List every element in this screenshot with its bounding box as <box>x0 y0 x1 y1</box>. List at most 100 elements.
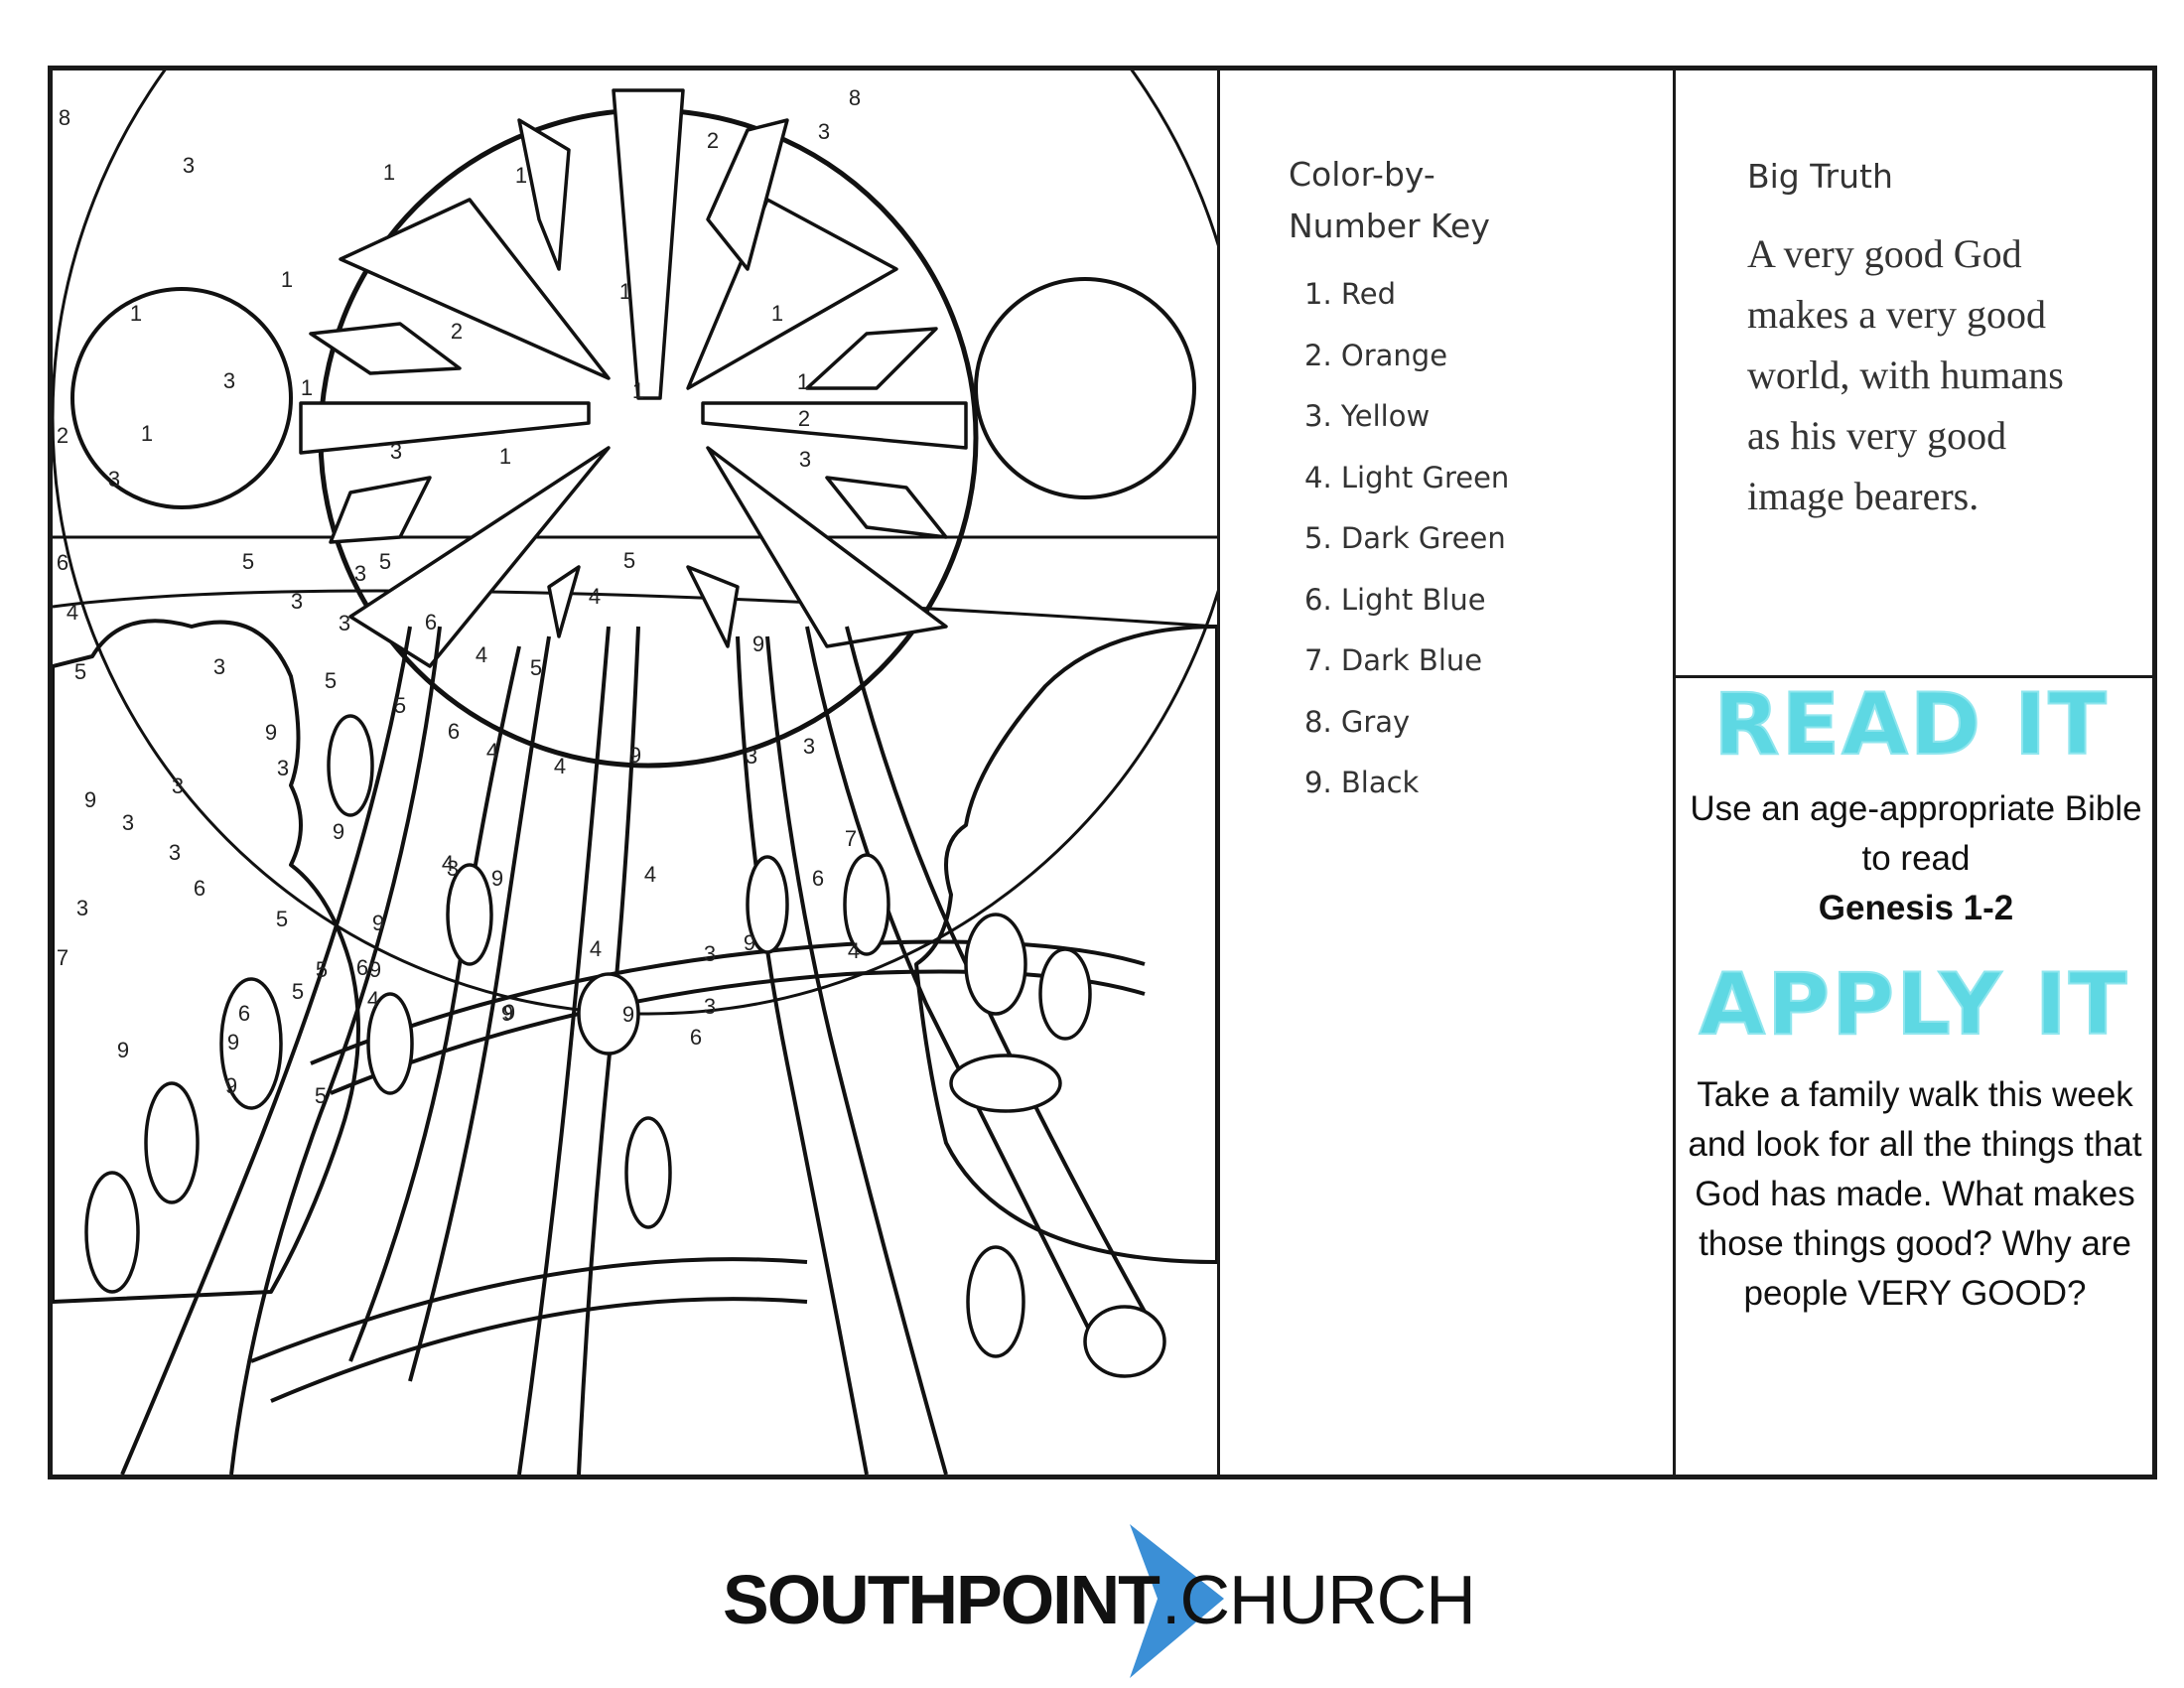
region-number: 3 <box>172 774 184 798</box>
region-number: 3 <box>746 744 757 769</box>
arrow-logo-icon <box>1130 1524 1224 1678</box>
color-key-title: Color-by-Number Key <box>1289 155 1490 245</box>
region-number: 5 <box>325 668 337 693</box>
region-number: 3 <box>183 153 195 178</box>
region-number: 5 <box>242 549 254 574</box>
region-number: 3 <box>803 734 815 759</box>
region-number: 3 <box>390 439 402 464</box>
region-number: 9 <box>265 720 277 745</box>
region-number: 3 <box>354 561 366 586</box>
region-number: 4 <box>848 938 860 963</box>
key-item-gray: 8. Gray <box>1304 704 1411 739</box>
region-number: 3 <box>704 994 716 1019</box>
region-number: 3 <box>277 756 289 780</box>
region-number: 4 <box>590 936 602 961</box>
region-number: 5 <box>530 655 542 680</box>
region-number: 6 <box>356 955 368 980</box>
key-item-dark-green: 5. Dark Green <box>1304 521 1506 555</box>
big-truth-panel: Big Truth A very good God makes a very g… <box>1747 157 2134 526</box>
key-item-light-green: 4. Light Green <box>1304 460 1510 494</box>
region-number: 1 <box>141 421 153 446</box>
region-number: 3 <box>447 856 459 881</box>
region-number: 1 <box>281 267 293 292</box>
key-item-light-blue: 6. Light Blue <box>1304 582 1486 617</box>
region-number: 4 <box>589 584 601 609</box>
region-number: 8 <box>59 105 70 130</box>
key-item-red: 1. Red <box>1304 277 1396 311</box>
region-number: 9 <box>117 1038 129 1062</box>
region-number: 3 <box>339 611 350 635</box>
region-number: 4 <box>644 862 656 887</box>
region-number: 9 <box>225 1073 237 1098</box>
region-number: 5 <box>74 659 86 684</box>
region-number: 5 <box>379 549 391 574</box>
big-truth-title: Big Truth <box>1747 157 1893 196</box>
region-number: 4 <box>442 851 454 876</box>
region-number: 5 <box>276 907 288 931</box>
region-number: 1 <box>619 279 631 304</box>
region-number: 4 <box>554 754 566 778</box>
read-it-text: Use an age-appropriate Bible to read <box>1690 789 2142 878</box>
region-number: 5 <box>292 979 304 1004</box>
region-number: 3 <box>213 654 225 679</box>
color-key: Color-by-Number Key 1. Red 2. Orange 3. … <box>1289 149 1646 824</box>
region-number: 2 <box>798 406 810 431</box>
logo-wordmark-bold: SOUTHPOINT <box>723 1561 1160 1638</box>
region-number: 2 <box>57 423 68 448</box>
region-number: 7 <box>57 945 68 970</box>
church-logo: SOUTHPOINT .CHURCH <box>723 1524 1477 1678</box>
region-number: 4 <box>486 739 498 764</box>
region-number: 5 <box>623 548 635 573</box>
key-item-black: 9. Black <box>1304 766 1420 799</box>
column-divider <box>1217 66 1220 1479</box>
region-number: 9 <box>84 787 96 812</box>
region-number: 3 <box>122 810 134 835</box>
key-item-dark-blue: 7. Dark Blue <box>1304 643 1483 677</box>
column-divider <box>1673 66 1676 1479</box>
region-number: 5 <box>316 957 328 982</box>
region-number: 1 <box>515 163 527 188</box>
region-number: 2 <box>451 319 463 344</box>
key-item-yellow: 3. Yellow <box>1304 399 1431 433</box>
region-number: 6 <box>194 876 205 901</box>
region-number: 6 <box>57 550 68 575</box>
region-number: 1 <box>499 444 511 469</box>
region-number: 3 <box>223 368 235 393</box>
region-number: 6 <box>812 866 824 891</box>
region-number: 9 <box>622 1002 634 1027</box>
row-divider <box>1673 675 2157 678</box>
region-number: 3 <box>818 119 830 144</box>
region-number: 1 <box>130 301 142 326</box>
region-number: 8 <box>849 85 861 110</box>
scripture-reference: Genesis 1-2 <box>1818 889 2014 927</box>
region-number: 9 <box>369 957 381 982</box>
region-number: 4 <box>367 987 379 1012</box>
region-number: 9 <box>372 911 384 935</box>
region-number: 4 <box>67 600 78 625</box>
apply-it-heading: APPLY IT <box>1699 954 2129 1055</box>
region-number: 6 <box>238 1001 250 1026</box>
region-number: 1 <box>632 378 644 403</box>
region-number: 3 <box>799 447 811 472</box>
region-number: 1 <box>771 301 783 326</box>
region-number: 9 <box>503 1000 515 1025</box>
region-number: 1 <box>383 160 395 185</box>
region-number: 3 <box>169 840 181 865</box>
region-number: 9 <box>501 1001 513 1026</box>
read-it-heading: READ IT <box>1712 674 2109 775</box>
region-number: 3 <box>291 589 303 614</box>
color-key-list: 1. Red 2. Orange 3. Yellow 4. Light Gree… <box>1304 274 1646 824</box>
key-item-orange: 2. Orange <box>1304 338 1448 372</box>
apply-it-text: Take a family walk this week and look fo… <box>1688 1075 2142 1313</box>
region-number: 1 <box>301 375 313 400</box>
big-truth-text: A very good God makes a very good world,… <box>1747 231 2064 518</box>
region-number: 1 <box>797 369 809 394</box>
region-number: 5 <box>315 1083 327 1108</box>
region-number: 6 <box>690 1025 702 1050</box>
region-number: 7 <box>845 826 857 851</box>
region-number: 9 <box>491 866 503 891</box>
region-number: 9 <box>227 1030 239 1055</box>
logo-wordmark-light: .CHURCH <box>1161 1561 1476 1638</box>
region-number: 9 <box>333 819 344 844</box>
